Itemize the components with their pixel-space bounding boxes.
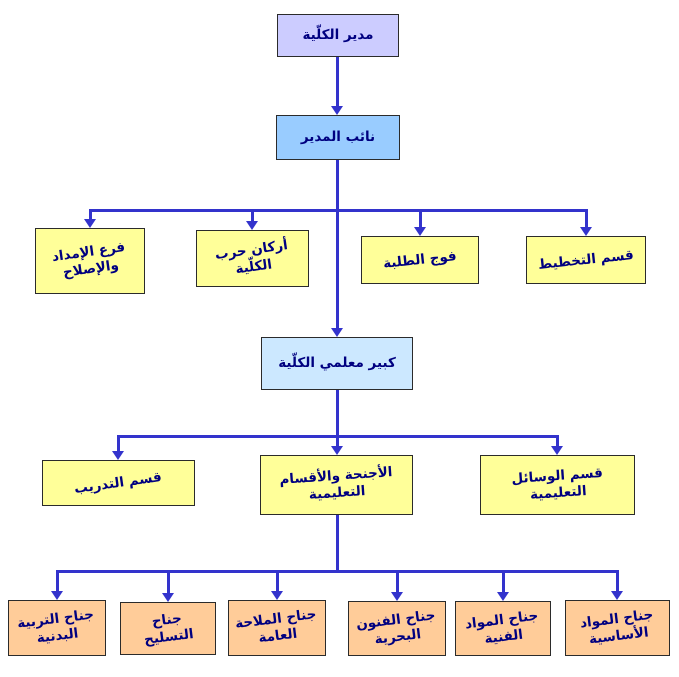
- arrowhead-basic-wing: [611, 591, 623, 600]
- node-naval-arts-wing-label: جناح الفنون البحرية: [355, 606, 437, 648]
- arrowhead-chief: [331, 328, 343, 337]
- node-supply-repair-branch: فرع الإمداد والإصلاح: [35, 228, 145, 294]
- node-training-department-label: قسم التدريب: [73, 468, 164, 497]
- node-deputy-director: نائب المدير: [276, 115, 400, 160]
- node-navigation-wing: جناح الملاحة العامة: [228, 600, 326, 656]
- connector-drop-aids: [556, 435, 559, 447]
- node-educational-aids-department-label: قسم الوسائل التعليمية: [510, 464, 604, 503]
- node-educational-aids-department: قسم الوسائل التعليمية: [480, 455, 635, 515]
- node-chief-instructor-label: كبير معلمي الكلّية: [278, 355, 396, 372]
- node-armament-wing-label: جناح التسليح: [143, 609, 195, 648]
- connector-drop-technical-wing: [502, 570, 505, 592]
- node-naval-arts-wing: جناح الفنون البحرية: [348, 601, 446, 656]
- arrowhead-armament-wing: [162, 593, 174, 602]
- connector-director-deputy: [336, 57, 339, 107]
- node-physical-education-wing-label: جناح التربية البدنية: [16, 606, 96, 647]
- arrowhead-naval-arts-wing: [391, 592, 403, 601]
- connector-deputy-chief: [336, 160, 339, 330]
- connector-drop-training: [117, 435, 120, 452]
- node-technical-materials-wing-label: جناح المواد الفنية: [464, 607, 540, 647]
- node-supply-repair-branch-label: فرع الإمداد والإصلاح: [51, 239, 127, 281]
- connector-drop-navigation-wing: [276, 570, 279, 591]
- connector-level6-horizontal: [56, 570, 619, 573]
- connector-drop-staff: [251, 209, 254, 222]
- node-navigation-wing-label: جناح الملاحة العامة: [234, 606, 318, 647]
- node-deputy-director-label: نائب المدير: [300, 129, 376, 146]
- arrowhead-wings: [331, 446, 343, 455]
- arrowhead-technical-wing: [497, 592, 509, 601]
- connector-drop-basic-wing: [616, 570, 619, 591]
- arrowhead-students: [414, 227, 426, 236]
- connector-drop-pe-wing: [56, 570, 59, 591]
- node-chief-instructor: كبير معلمي الكلّية: [261, 337, 413, 390]
- arrowhead-pe-wing: [51, 591, 63, 600]
- node-director: مدير الكلّية: [277, 14, 399, 57]
- node-planning-department: قسم التخطيط: [526, 236, 646, 284]
- connector-level3-horizontal: [89, 209, 587, 212]
- node-physical-education-wing: جناح التربية البدنية: [8, 600, 106, 656]
- arrowhead-deputy: [331, 106, 343, 115]
- node-war-staff-label: أركان حرب الكلّية: [213, 236, 289, 277]
- node-wings-departments: الأجنحة والأقسام التعليمية: [260, 455, 413, 515]
- arrowhead-navigation-wing: [271, 591, 283, 600]
- arrowhead-supply: [84, 219, 96, 228]
- node-student-regiment: فوج الطلبة: [361, 236, 479, 284]
- node-armament-wing: جناح التسليح: [120, 602, 216, 655]
- node-student-regiment-label: فوج الطلبة: [382, 247, 458, 272]
- connector-level5-horizontal: [118, 435, 558, 438]
- node-training-department: قسم التدريب: [42, 460, 195, 506]
- node-war-staff: أركان حرب الكلّية: [196, 230, 309, 287]
- node-director-label: مدير الكلّية: [302, 27, 374, 44]
- arrowhead-planning: [580, 227, 592, 236]
- node-planning-department-label: قسم التخطيط: [537, 246, 635, 273]
- node-technical-materials-wing: جناح المواد الفنية: [455, 601, 551, 656]
- arrowhead-staff: [246, 221, 258, 230]
- connector-drop-supply: [89, 209, 92, 220]
- connector-chief-branch: [336, 390, 339, 448]
- arrowhead-training: [112, 451, 124, 460]
- node-basic-materials-wing: جناح المواد الأساسية: [565, 600, 670, 656]
- node-basic-materials-wing-label: جناح المواد الأساسية: [578, 606, 654, 648]
- connector-drop-armament-wing: [167, 570, 170, 593]
- connector-drop-students: [419, 209, 422, 228]
- connector-drop-naval-arts-wing: [396, 570, 399, 592]
- node-wings-departments-label: الأجنحة والأقسام التعليمية: [278, 464, 393, 503]
- arrowhead-aids: [551, 446, 563, 455]
- connector-drop-planning: [585, 209, 588, 228]
- connector-wings-branch: [336, 515, 339, 572]
